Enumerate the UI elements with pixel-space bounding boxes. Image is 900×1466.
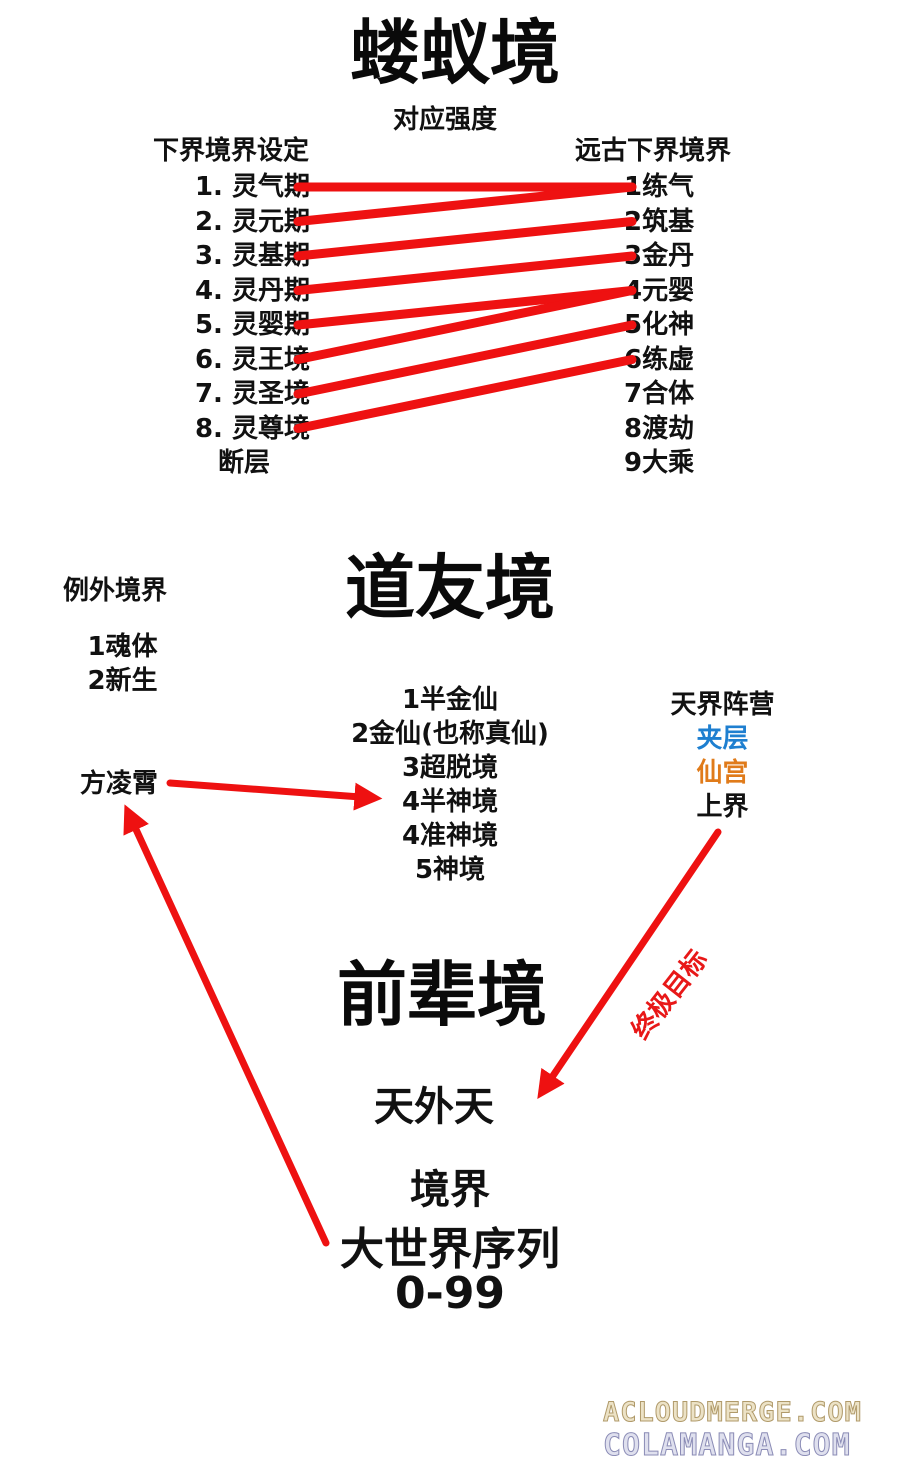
sequence-to-character-arrow (123, 804, 330, 1247)
faction-header: 天界阵营 (670, 690, 775, 720)
section1-subtitle: 对应强度 (393, 105, 498, 135)
exceptions-header: 例外境界 (63, 576, 168, 606)
mapping-line (293, 355, 637, 433)
right-column-header: 远古下界境界 (575, 136, 732, 166)
section1-title: 蝼蚁境 (350, 12, 560, 94)
lower-realm-item: 8. 灵尊境 (194, 413, 310, 444)
heaven-faction-list: 天界阵营 夹层 仙宫 上界 (640, 688, 805, 824)
realm-item: 5神境 (414, 855, 486, 885)
realm-label: 境界 (410, 1167, 490, 1213)
realm-item: 1半金仙 (401, 685, 499, 715)
realm-item: 4半神境 (401, 787, 499, 817)
lower-realm-item: 3. 灵基期 (194, 241, 310, 271)
section3-title: 前辈境 (337, 954, 547, 1036)
ancient-realm-item: 8渡劫 (624, 413, 695, 444)
lower-realm-item: 6. 灵王境 (194, 344, 310, 375)
lower-realm-list: 1. 灵气期 2. 灵元期 3. 灵基期 4. 灵丹期 5. 灵婴期 6. 灵王… (150, 170, 310, 481)
outer-heaven-label: 天外天 (374, 1084, 494, 1130)
faction-item: 上界 (696, 792, 749, 822)
mapping-line (293, 251, 637, 295)
lower-realm-item: 7. 灵圣境 (194, 379, 310, 409)
exception-item: 1魂体 (87, 632, 158, 662)
mapping-line (293, 286, 637, 330)
lower-realm-item: 2. 灵元期 (194, 206, 310, 237)
faction-item: 夹层 (696, 724, 749, 754)
mapping-lines (293, 182, 637, 433)
realm-item: 3超脱境 (401, 753, 499, 783)
realm-item: 4准神境 (401, 821, 499, 851)
ancient-realm-item: 7合体 (624, 379, 695, 409)
mapping-line (293, 320, 637, 399)
sequence-range: 0-99 (394, 1268, 506, 1319)
watermark-line1: ACLOUDMERGE.COM (603, 1397, 862, 1429)
mapping-line (293, 182, 637, 226)
lower-realm-item: 1. 灵气期 (194, 172, 310, 202)
character-to-realm-arrow (166, 779, 383, 811)
section2-title: 道友境 (345, 547, 555, 629)
mapping-line (293, 217, 637, 261)
lower-realm-item: 4. 灵丹期 (194, 275, 310, 306)
left-column-header: 下界境界设定 (153, 136, 310, 166)
ancient-realm-list: 1练气 2筑基 3金丹 4元婴 5化神 6练虚 7合体 8渡劫 9大乘 (624, 170, 744, 481)
exception-item: 2新生 (87, 666, 158, 696)
realm-item: 2金仙(也称真仙) (351, 719, 549, 749)
ancient-realm-item: 9大乘 (624, 448, 695, 478)
lower-realm-gap: 断层 (217, 448, 270, 478)
great-world-sequence-label: 大世界序列 (340, 1224, 560, 1275)
goal-arrow (537, 828, 722, 1099)
mapping-line (293, 286, 637, 364)
watermark-line2: COLAMANGA.COM (603, 1428, 851, 1464)
character-name: 方凌霄 (80, 769, 159, 799)
lower-realm-item: 5. 灵婴期 (194, 310, 310, 340)
faction-item: 仙宫 (696, 758, 749, 788)
exceptions-list: 1魂体 2新生 (60, 630, 185, 698)
realm-list: 1半金仙 2金仙(也称真仙) 3超脱境 4半神境 4准神境 5神境 (300, 683, 600, 887)
